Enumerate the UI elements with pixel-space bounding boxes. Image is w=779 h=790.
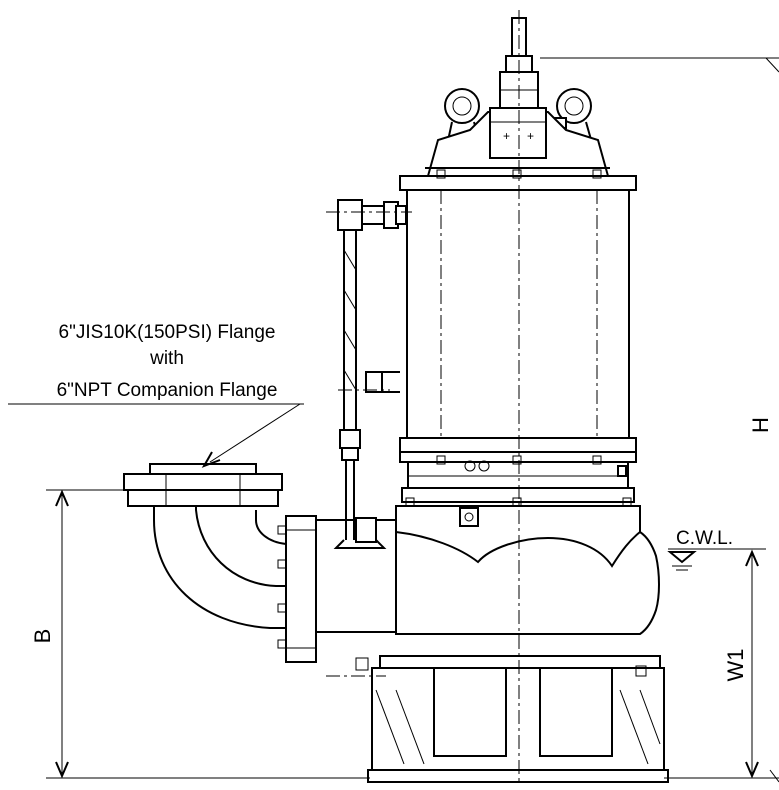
motor-cover: + +	[425, 107, 610, 177]
strainer-stand	[326, 655, 669, 783]
annotation-line3: 6"NPT Companion Flange	[57, 380, 278, 401]
b-dimension	[46, 489, 370, 779]
h-dimension	[540, 57, 779, 73]
flange-annotation	[8, 403, 304, 468]
guide-pipe	[326, 199, 412, 549]
water-level-marker	[667, 548, 766, 571]
annotation-line2: with	[149, 348, 184, 369]
motor-body	[399, 169, 637, 463]
discharge-flange	[123, 463, 283, 507]
svg-text:+: +	[503, 129, 510, 143]
svg-text:+: +	[527, 129, 534, 143]
b-label: B	[30, 629, 55, 644]
seal-chamber	[401, 455, 635, 507]
cwl-label: C.W.L.	[676, 528, 733, 549]
annotation-line1: 6"JIS10K(150PSI) Flange	[59, 322, 276, 343]
h-label: H	[748, 417, 773, 433]
w1-label: W1	[723, 649, 748, 682]
w1-dimension	[664, 549, 779, 783]
pump-casing	[395, 505, 660, 635]
